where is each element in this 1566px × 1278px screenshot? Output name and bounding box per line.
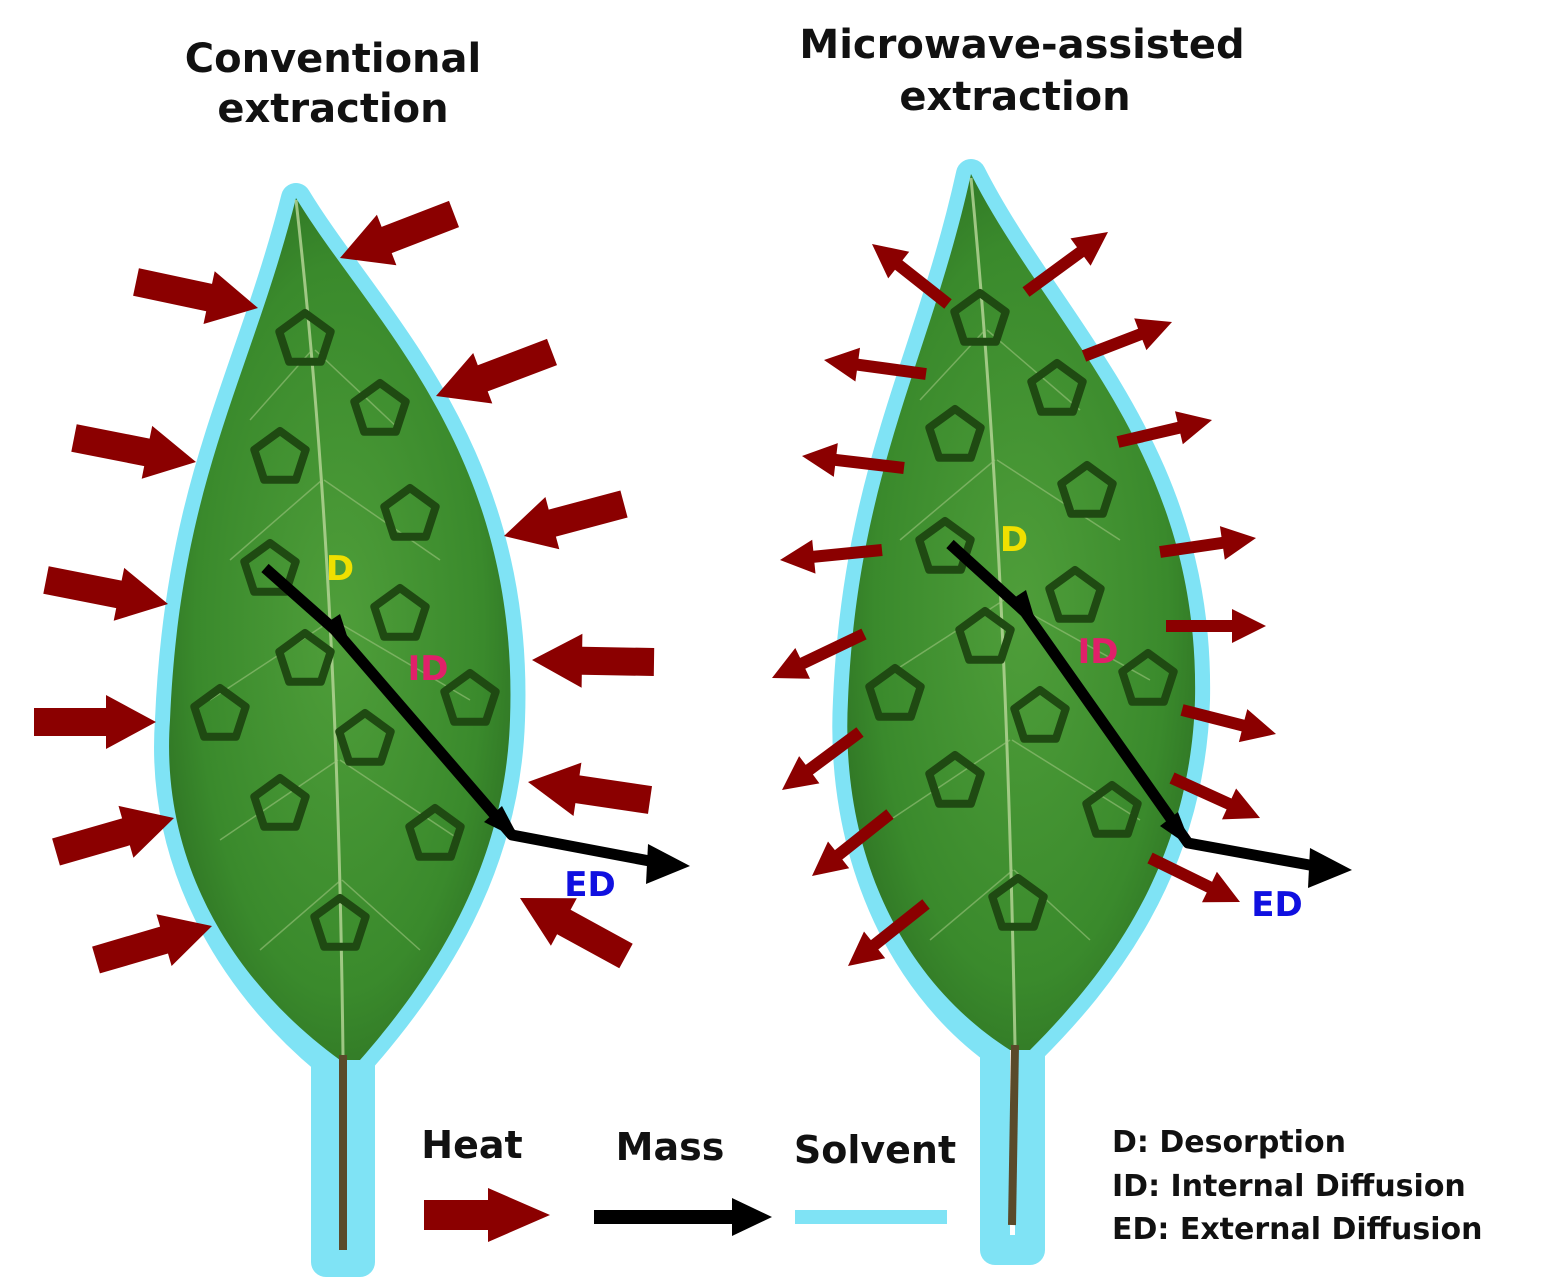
compound-pentagon [405,804,465,861]
legend-mass-arrow [594,1198,772,1236]
left-id-label: ID [408,649,449,689]
left-id-arrowhead [484,806,520,840]
right-title-line1: Microwave-assisted [799,22,1244,68]
heat-arrow-outward [780,539,883,574]
heat-arrow-outward [1081,318,1172,362]
legend-mass-label: Mass [616,1125,725,1169]
heat-arrow-outward [812,809,894,876]
heat-arrow-inward [532,633,655,688]
heat-arrow-outward [1169,772,1260,820]
compound-pentagon [370,584,430,641]
legend-heat-label: Heat [421,1123,522,1167]
compound-pentagon [440,669,500,726]
heat-arrow-outward [1180,704,1276,743]
heat-arrow-inward [528,762,652,816]
left-mass-path [261,563,690,884]
heat-arrow-outward [772,628,867,679]
compound-pentagon [925,405,985,462]
compound-pentagon [955,607,1015,664]
compound-pentagon [190,684,250,741]
right-d-arrowhead [1008,590,1035,620]
compound-pentagon [865,664,925,721]
compound-pentagon [915,517,975,574]
compound-pentagon [380,484,440,541]
compound-pentagon [1082,781,1142,838]
key-internal-diffusion: ID: Internal Diffusion [1112,1169,1466,1204]
heat-arrow-outward [1159,526,1256,560]
compound-pentagon [1027,359,1087,416]
key-desorption: D: Desorption [1112,1125,1346,1160]
heat-arrow-inward [34,695,156,749]
compound-pentagon [350,379,410,436]
compound-pentagon [250,774,310,831]
compound-markers [190,289,1178,951]
right-ed-arrowhead [1308,848,1352,888]
right-ed-label: ED [1251,885,1302,925]
left-title-line2: extraction [217,86,448,132]
left-ed-label: ED [564,865,615,905]
heat-arrow-inward [71,424,196,479]
heat-arrow-outward [1147,852,1240,903]
heat-arrow-outward [1166,609,1266,643]
compound-pentagon [240,539,300,596]
left-leaf-midrib [294,199,345,1056]
heat-arrow-inward [436,338,557,404]
compound-pentagon [275,309,335,366]
compound-pentagon [1057,461,1117,518]
legend: Heat Mass Solvent [421,1123,956,1242]
heat-arrow-inward [43,566,168,621]
heat-arrow-inward [52,805,174,866]
compound-pentagon [1045,566,1105,623]
heat-arrow-outward [1116,411,1212,448]
right-id-arrowhead [1160,812,1192,848]
compound-pentagon [275,629,335,686]
legend-solvent-label: Solvent [794,1128,956,1172]
compound-pentagon [925,751,985,808]
left-d-arrowhead [322,614,350,645]
left-leaf-veins [209,349,471,951]
heat-arrow-inward [520,898,633,969]
compound-pentagon [250,427,310,484]
heat-arrow-outward [782,727,864,790]
heat-arrow-inward [92,914,212,974]
left-title-line1: Conventional [185,36,481,82]
right-heat-arrows [772,232,1276,966]
heat-arrow-inward [504,490,628,550]
compound-pentagon [950,289,1010,346]
heat-arrow-inward [340,200,459,266]
right-leaf-stem [1008,1044,1019,1226]
right-id-label: ID [1078,632,1119,672]
left-ed-arrowhead [646,844,690,884]
right-mass-path [946,539,1352,888]
legend-solvent-swatch [795,1210,947,1224]
compound-pentagon [335,709,395,766]
compound-pentagon [1010,686,1070,743]
heat-arrow-outward [848,899,930,966]
legend-heat-arrow [424,1188,550,1242]
compound-pentagon [1118,649,1178,706]
heat-arrow-outward [872,244,952,309]
compound-pentagon [988,874,1048,931]
left-heat-arrows [34,200,655,974]
heat-arrow-outward [802,443,905,477]
compound-pentagon [310,894,370,951]
heat-arrow-outward [824,347,927,382]
heat-arrow-outward [1022,232,1108,297]
key-external-diffusion: ED: External Diffusion [1112,1212,1482,1247]
right-d-label: D [1000,520,1028,560]
right-title-line2: extraction [899,74,1130,120]
left-d-label: D [326,549,354,589]
heat-arrow-inward [133,268,258,324]
